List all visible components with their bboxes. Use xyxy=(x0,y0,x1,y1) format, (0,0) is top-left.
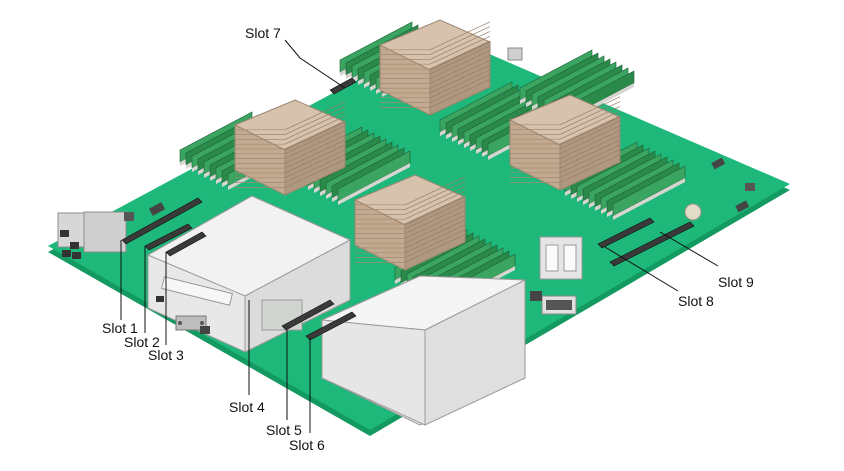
heatsink-fin xyxy=(404,186,466,215)
slot-2-connector xyxy=(144,223,193,251)
heatsink-fin xyxy=(284,106,346,135)
slot-3-callout: Slot 3 xyxy=(148,252,184,363)
heatsink-fin xyxy=(429,79,491,108)
heatsink-fin xyxy=(404,229,466,258)
heatsink-fin xyxy=(429,59,491,89)
heatsink-fin xyxy=(404,224,466,254)
slot-8-callout: Slot 8 xyxy=(604,246,714,309)
slot-8-label: Slot 8 xyxy=(678,293,714,309)
power-connectors xyxy=(530,236,583,315)
heatsink-fin xyxy=(284,149,346,179)
heatsink-fin xyxy=(404,176,466,206)
slot-9-connector xyxy=(609,221,695,267)
heatsink-fin xyxy=(559,134,621,164)
heatsink-side xyxy=(284,121,346,196)
heatsink-fin xyxy=(429,50,491,79)
heatsink-fin xyxy=(559,120,621,150)
heatsink-fin xyxy=(429,69,491,99)
slot-7-leader xyxy=(284,39,346,89)
slot-9-label: Slot 9 xyxy=(718,274,754,290)
heatsink-side xyxy=(429,41,491,116)
slot-4-callout: Slot 4 xyxy=(229,300,265,415)
heatsink-fin xyxy=(559,101,621,130)
slot-2-label: Slot 2 xyxy=(124,334,160,350)
riser-cage-bottom xyxy=(320,275,526,426)
slot-1-label: Slot 1 xyxy=(102,320,138,336)
slot-9-leader xyxy=(659,231,719,267)
heatsink-fin xyxy=(429,35,491,65)
pcie-slots xyxy=(121,77,695,341)
slot-7-connector xyxy=(329,77,357,95)
heatsink-fin xyxy=(284,111,346,140)
heatsink-side xyxy=(559,116,621,191)
slot-4-label: Slot 4 xyxy=(229,399,265,415)
heatsink-fin xyxy=(429,55,491,84)
heatsink-fin xyxy=(559,106,621,135)
heatsink-fin xyxy=(404,190,466,220)
heatsink-fin xyxy=(559,110,621,140)
slot-7-callout: Slot 7 xyxy=(245,25,346,89)
heatsink-fin xyxy=(404,214,466,244)
heatsink-fin xyxy=(284,120,346,150)
heatsink-fin xyxy=(429,64,491,94)
heatsink-fin xyxy=(404,219,466,249)
slot-3-connector xyxy=(165,231,207,257)
heatsink-fin xyxy=(559,149,621,178)
heatsink-fin xyxy=(559,139,621,169)
heatsink-fin xyxy=(284,139,346,169)
heatsink-cpu-4 xyxy=(508,94,622,191)
heatsink-side xyxy=(404,196,466,271)
heatsink-fin xyxy=(284,115,346,145)
heatsink-fin xyxy=(429,74,491,103)
heatsink-fin xyxy=(559,96,621,126)
heatsink-cpu-1 xyxy=(233,99,347,196)
slot-1-connector xyxy=(121,197,203,245)
slot-2-callout: Slot 2 xyxy=(124,246,160,350)
heatsink-fin xyxy=(284,144,346,174)
heatsink-fin xyxy=(429,45,491,75)
heatsink-fin xyxy=(404,200,466,230)
slot-6-connector xyxy=(305,311,357,341)
heatsink-fin xyxy=(429,40,491,70)
slot-9-callout: Slot 9 xyxy=(659,231,754,290)
heatsink-fin xyxy=(429,26,491,55)
heatsink-fin xyxy=(429,31,491,60)
heatsink-fin xyxy=(559,154,621,183)
heatsink-fin xyxy=(284,101,346,131)
heatsink-fin xyxy=(404,181,466,210)
cpu-heatsinks xyxy=(233,19,622,271)
heatsink-fin xyxy=(284,125,346,155)
heatsink-fin xyxy=(284,154,346,183)
heatsink-fin xyxy=(284,159,346,188)
slot-1-callout: Slot 1 xyxy=(102,240,138,336)
dimm-bank-g xyxy=(564,141,686,220)
heatsink-fin xyxy=(559,144,621,174)
heatsink-cpu-3 xyxy=(353,174,467,271)
heatsink-fin xyxy=(284,135,346,164)
dimm-latch xyxy=(613,178,685,220)
slot-7-label: Slot 7 xyxy=(245,25,281,41)
dimm-latch xyxy=(338,163,410,205)
slot-5-label: Slot 5 xyxy=(266,422,302,438)
heatsink-fin xyxy=(559,125,621,154)
heatsink-cpu-2 xyxy=(378,19,492,116)
slot-8-connector xyxy=(597,217,655,249)
slot-8-leader xyxy=(604,246,679,292)
heatsink-fin xyxy=(404,234,466,263)
rear-io-ports xyxy=(57,211,134,259)
slot-6-callout: Slot 6 xyxy=(289,338,325,453)
heatsink-fin xyxy=(429,21,491,51)
heatsink-fin xyxy=(404,205,466,234)
slot-labels: Slot 1 Slot 2 Slot 3 Slot 4 Slot 5 Slot … xyxy=(102,25,754,453)
heatsink-fin xyxy=(404,195,466,225)
slot-3-label: Slot 3 xyxy=(148,347,184,363)
heatsink-fin xyxy=(559,130,621,159)
heatsink-fin xyxy=(559,115,621,145)
slot-6-label: Slot 6 xyxy=(289,437,325,453)
slot-5-connector xyxy=(281,299,335,331)
slot-5-callout: Slot 5 xyxy=(266,330,302,438)
heatsink-fin xyxy=(284,130,346,159)
heatsink-fin xyxy=(404,210,466,239)
